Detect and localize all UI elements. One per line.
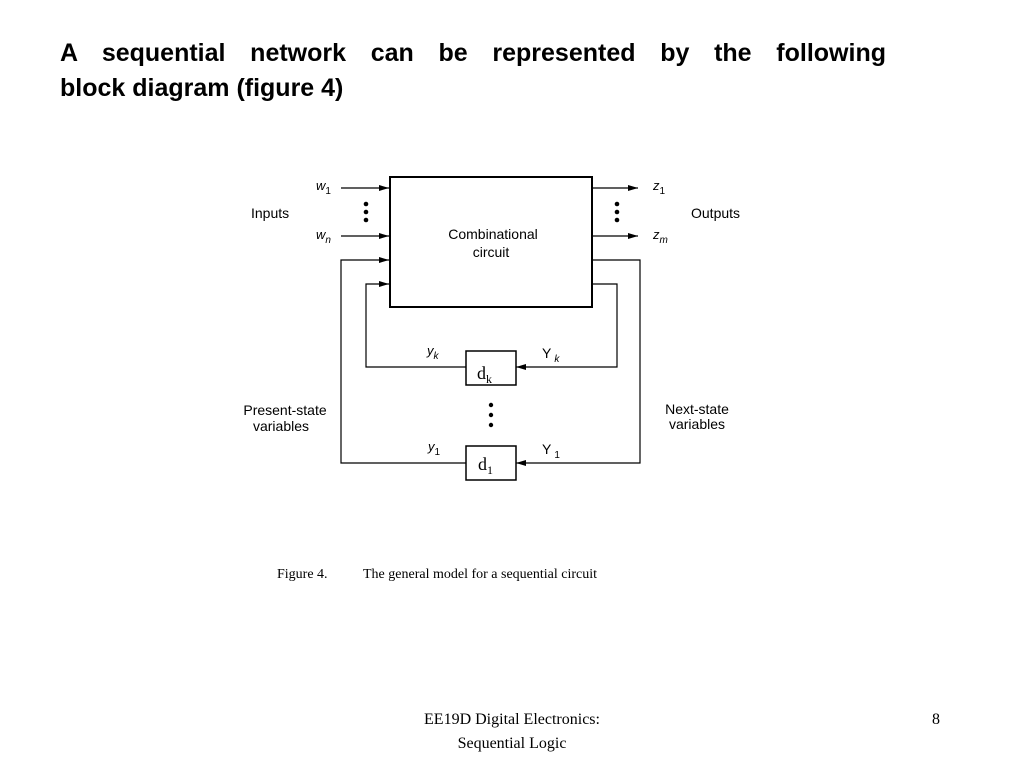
slide-title-line-1: A sequential network can be represented … [60, 39, 886, 67]
present-state-wire-k [365, 281, 466, 368]
slide-title-line-2: block diagram (figure 4) [60, 74, 344, 102]
next-state-wire-1 [516, 259, 641, 466]
input-last-label: wn [316, 227, 331, 246]
figure-number: Figure 4. [277, 567, 328, 582]
combinational-label-line-2: circuit [473, 244, 510, 260]
next-state-label-line-1: Next-state [665, 401, 729, 417]
present-state-wire-1 [340, 257, 466, 464]
output-first-label: z1 [652, 178, 666, 197]
footer-line-1: EE19D Digital Electronics: [424, 711, 600, 728]
delay-1-label: d1 [478, 454, 493, 477]
page-number: 8 [932, 711, 940, 728]
output-last-label: zm [652, 227, 668, 246]
delay-ellipsis [488, 402, 494, 428]
next-state-wire-k [516, 283, 618, 370]
slide-title: A sequential network can be represented … [60, 36, 886, 106]
input-ellipsis [363, 201, 369, 223]
outputs-label: Outputs [691, 205, 740, 221]
delay-k-label: dk [477, 363, 492, 386]
present-state-k-label: yk [426, 343, 440, 362]
output-ellipsis [614, 201, 620, 223]
figure-caption-text: The general model for a sequential circu… [363, 567, 598, 582]
present-state-label-line-2: variables [253, 418, 309, 434]
present-state-1-label: y1 [427, 439, 441, 458]
figure-caption: Figure 4. The general model for a sequent… [277, 567, 597, 583]
combinational-circuit-block [389, 176, 593, 308]
inputs-label: Inputs [251, 205, 289, 221]
slide-footer: EE19D Digital Electronics: Sequential Lo… [362, 708, 662, 756]
delay-element-k [465, 350, 517, 386]
delay-element-1 [465, 445, 517, 481]
next-state-label-line-2: variables [669, 416, 725, 432]
footer-line-2: Sequential Logic [457, 735, 567, 752]
combinational-label-line-1: Combinational [448, 226, 538, 242]
input-first-label: w1 [316, 178, 331, 197]
present-state-label-line-1: Present-state [243, 402, 326, 418]
